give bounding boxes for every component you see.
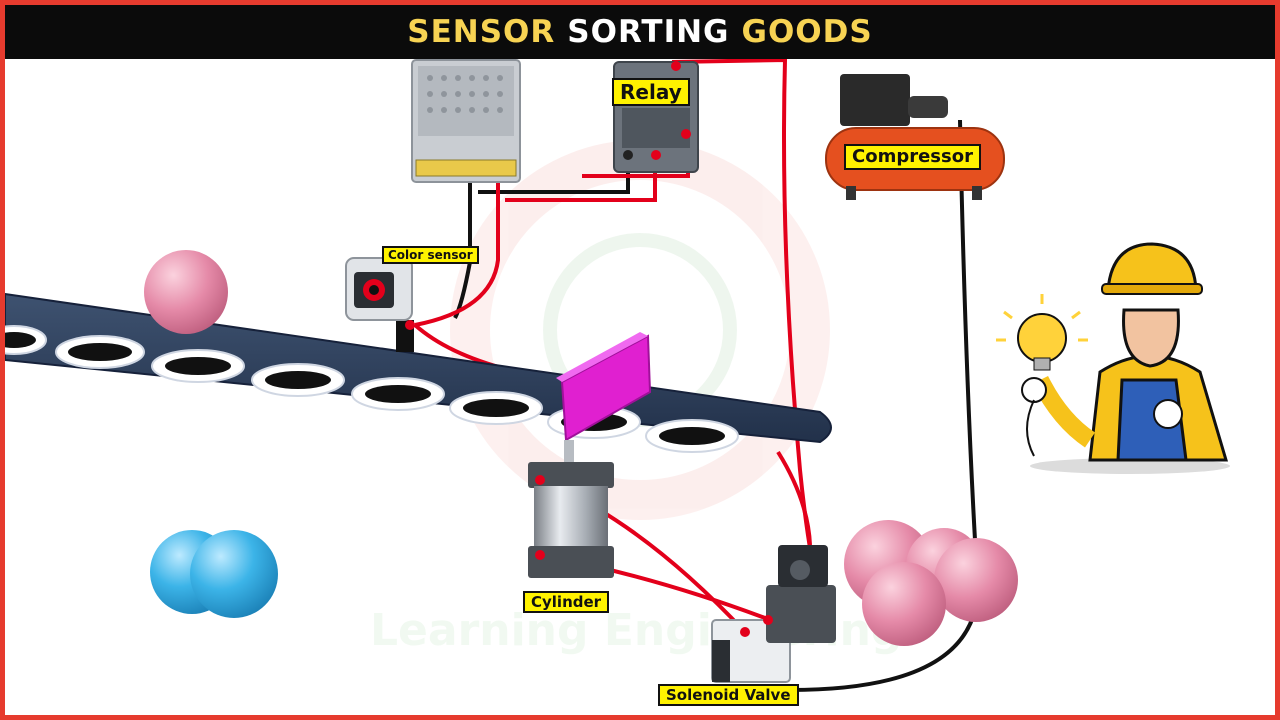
solenoid-valve bbox=[711, 545, 836, 683]
title-bar: SENSOR SORTING GOODS bbox=[5, 5, 1275, 59]
label-solenoid-valve: Solenoid Valve bbox=[658, 684, 799, 706]
label-color-sensor: Color sensor bbox=[382, 246, 479, 265]
blue-ball-2 bbox=[190, 530, 278, 618]
conveyor-belt bbox=[0, 292, 832, 453]
label-cylinder: Cylinder bbox=[523, 591, 610, 613]
label-relay: Relay bbox=[612, 78, 690, 106]
power-supply bbox=[411, 59, 521, 183]
pink-ball-on-belt bbox=[144, 250, 228, 334]
title-word-sensor: SENSOR bbox=[407, 14, 556, 50]
title-word-sorting: SORTING bbox=[567, 14, 730, 50]
wire-belt-side bbox=[776, 450, 812, 546]
title-word-goods: GOODS bbox=[741, 14, 873, 50]
compressor bbox=[825, 74, 1005, 200]
color-sensor bbox=[345, 257, 415, 352]
pink-ball-pile-3 bbox=[934, 538, 1018, 622]
worker-illustration bbox=[996, 242, 1230, 474]
balls bbox=[144, 250, 1018, 646]
pink-ball-pile-4 bbox=[862, 562, 946, 646]
wire-sensor-black-drop bbox=[453, 261, 472, 319]
pusher-plate bbox=[556, 332, 652, 442]
wire-hose-to-valve bbox=[789, 609, 977, 692]
pneumatic-cylinder bbox=[528, 440, 614, 578]
label-compressor: Compressor bbox=[844, 144, 981, 170]
wire-psu-to-sensor-red bbox=[414, 170, 500, 327]
background-emblem bbox=[450, 140, 830, 520]
